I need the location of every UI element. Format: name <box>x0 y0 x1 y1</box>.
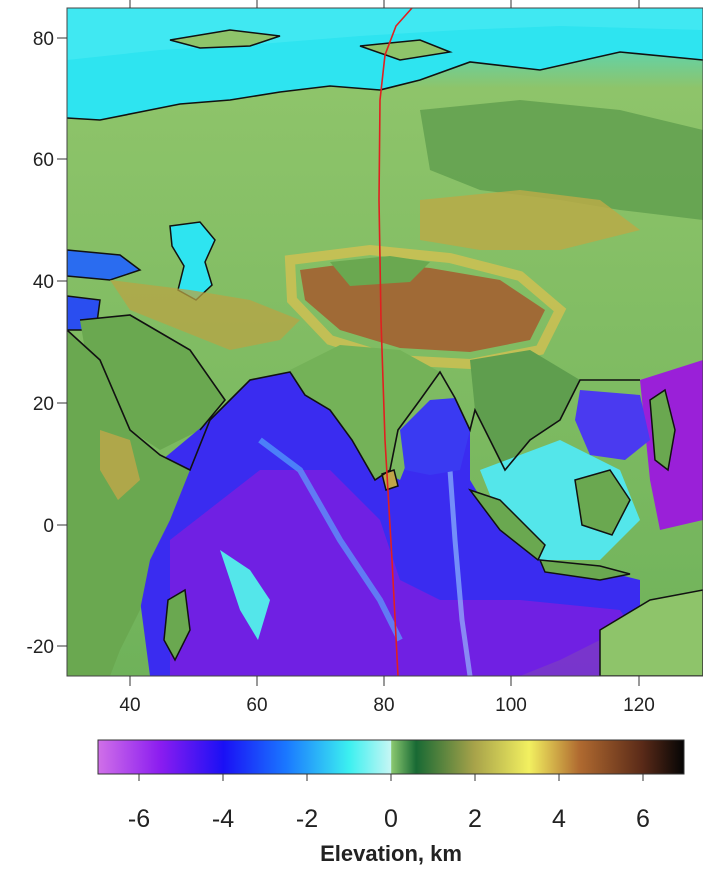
x-tick-label: 80 <box>373 695 394 716</box>
colorbar-title: Elevation, km <box>320 841 462 866</box>
y-axis: 80 60 40 20 0 -20 <box>27 29 67 658</box>
y-tick-label: 80 <box>33 29 54 50</box>
bay-of-bengal <box>400 398 470 475</box>
y-tick-label: 60 <box>33 150 54 171</box>
colorbar-tick-label: 2 <box>468 805 482 833</box>
colorbar-tick-label: -4 <box>212 805 234 833</box>
madagascar-shelf <box>220 550 270 640</box>
philippines <box>649 388 676 472</box>
profile-line <box>378 8 413 676</box>
indian-ocean-deep <box>170 470 640 676</box>
ninety-east-ridge <box>447 469 473 676</box>
africa <box>67 330 190 676</box>
colorbar-ticks <box>138 774 644 781</box>
colorbar-tick-label: -2 <box>296 805 318 833</box>
x-tick-label: 60 <box>246 695 267 716</box>
colorbar-tick-label: 4 <box>552 805 566 833</box>
map-frame <box>66 7 703 677</box>
ocean-ridge <box>258 437 403 642</box>
siberia-highlands <box>420 100 703 220</box>
iran-highlands <box>110 280 300 350</box>
x-axis: 40 60 80 100 120 <box>119 0 655 716</box>
y-tick-label: 0 <box>43 516 54 537</box>
y-tick-label: -20 <box>27 637 54 658</box>
black-sea <box>67 249 142 281</box>
borneo <box>574 469 631 536</box>
arctic-shelf <box>67 8 703 60</box>
map-area <box>67 8 703 676</box>
arctic-islands <box>169 29 453 61</box>
x-tick-label: 40 <box>119 695 140 716</box>
colorbar-tick-label: -6 <box>128 805 150 833</box>
indochina <box>470 350 580 470</box>
madagascar <box>163 588 191 662</box>
x-tick-label: 100 <box>495 695 527 716</box>
y-tick-label: 20 <box>33 394 54 415</box>
ethiopian-highlands <box>100 430 140 500</box>
arabia <box>80 315 225 450</box>
colorbar-tick-label: 0 <box>384 805 398 833</box>
coastline <box>67 51 703 482</box>
sri-lanka <box>381 469 399 491</box>
colorbar: -6 -4 -2 0 2 4 6 Elevation, km <box>97 739 685 866</box>
tibet-rim <box>284 244 567 370</box>
mongolia-highland <box>420 190 640 250</box>
south-china-sea <box>575 390 650 460</box>
india <box>290 345 440 480</box>
sumatra <box>467 488 546 562</box>
y-tick-label: 40 <box>33 272 54 293</box>
java <box>538 559 631 581</box>
australia <box>599 589 703 676</box>
colorbar-gradient <box>97 739 685 775</box>
x-tick-label: 120 <box>623 695 655 716</box>
colorbar-tick-label: 6 <box>636 805 650 833</box>
